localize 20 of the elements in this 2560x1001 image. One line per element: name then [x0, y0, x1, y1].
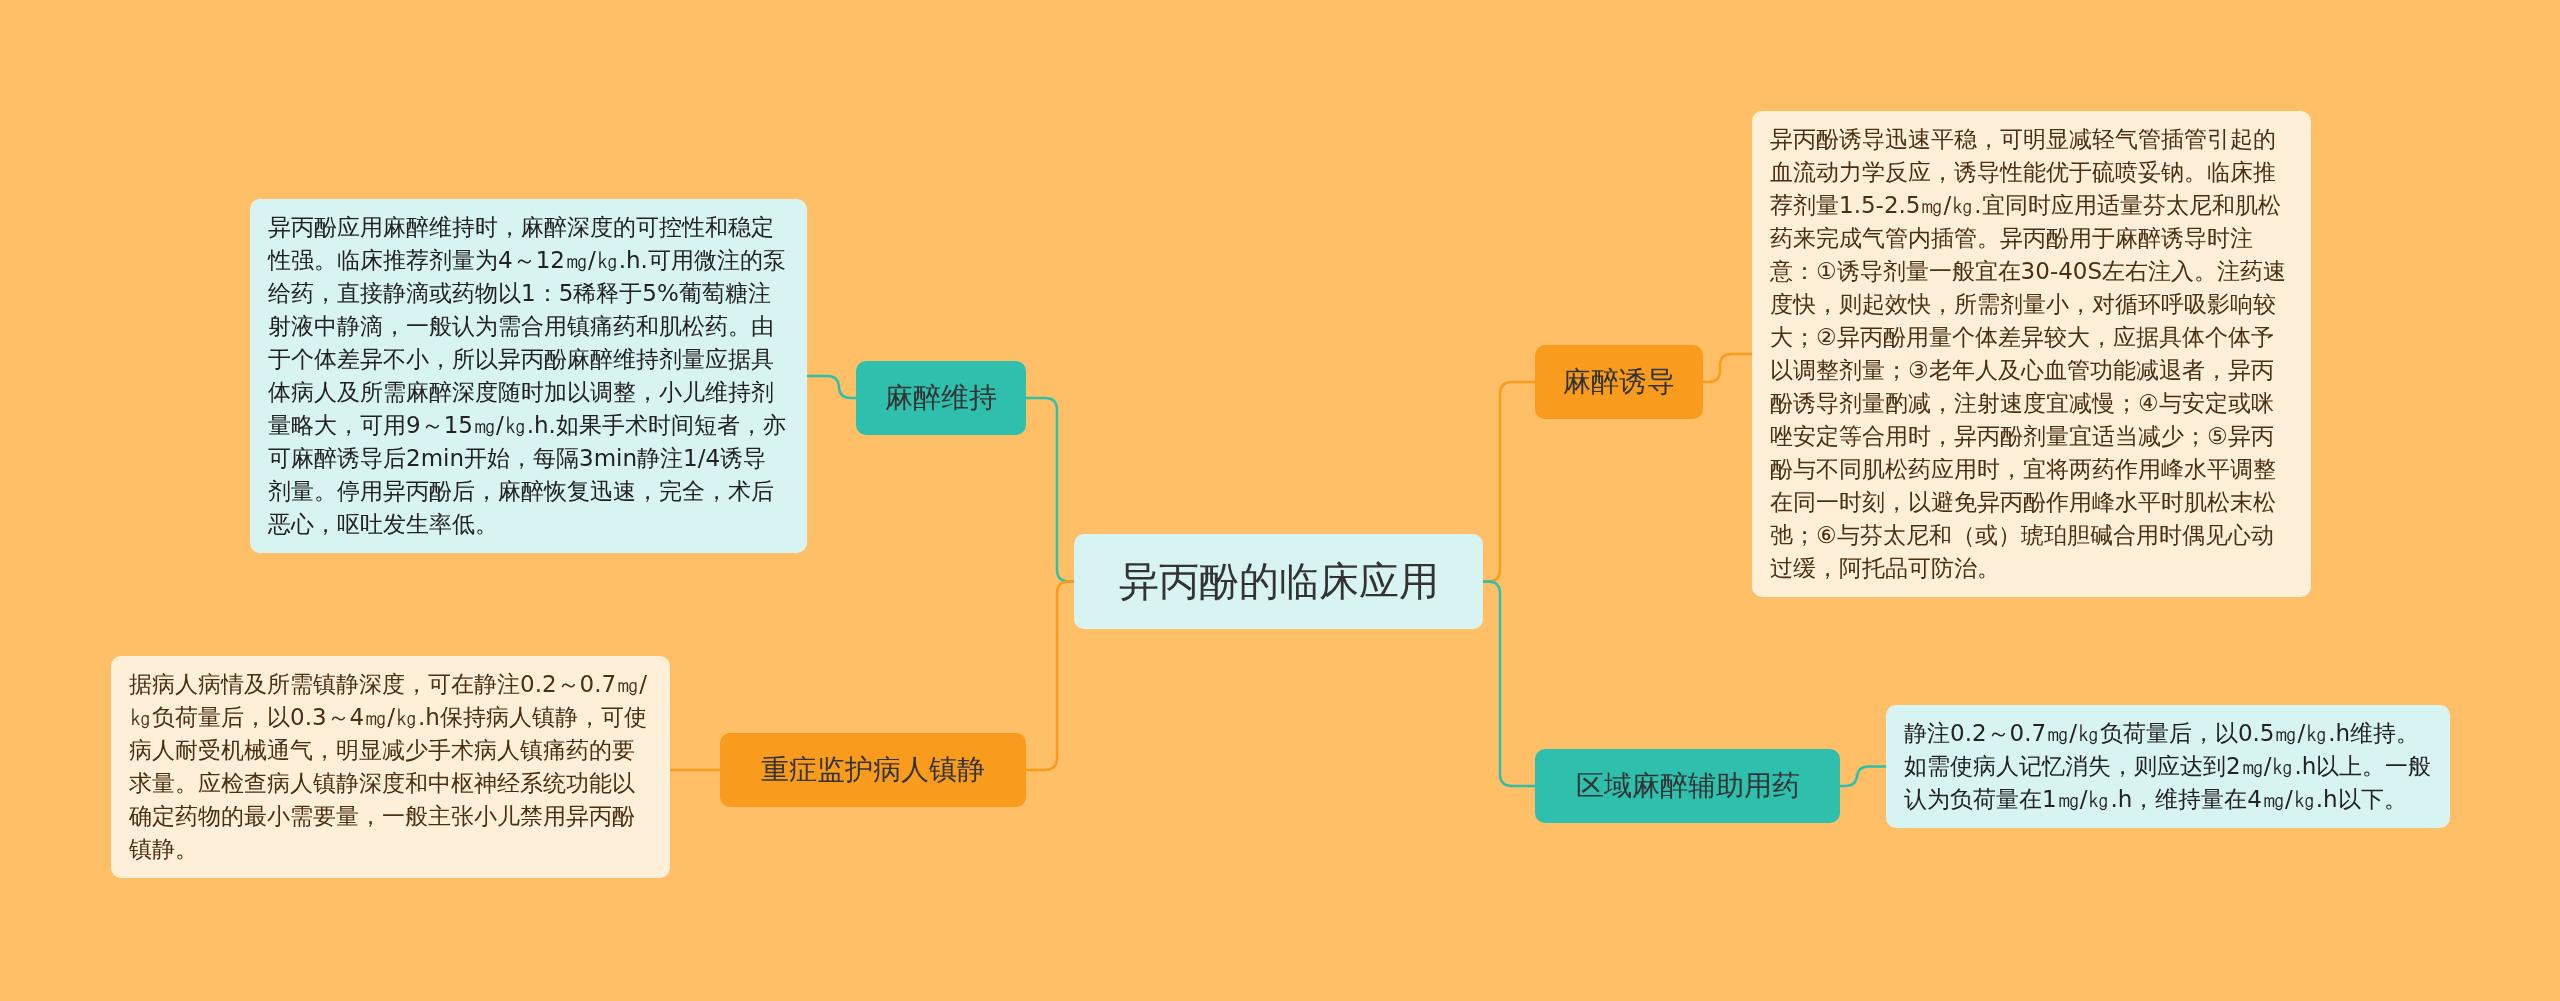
- branch-topic: [720, 733, 1026, 807]
- central-topic: [1074, 534, 1483, 629]
- note-text: 异丙酚应用麻醉维持时，麻醉深度的可控性和稳定性强。临床推荐剂量为4～12㎎/㎏.h.可用微注的泵给药，直接静滴或药物以1：5稀释于5%葡萄糖注射液中静滴，一般认为需合用镇痛药和肌松药。由于个体差异不小，所以异丙酚麻醉维持剂量应据具体病人及所需麻醉深度随时加以调整，小儿维持剂量略大，可用9～15㎎/㎏.h.如果手术时间短者，亦可麻醉诱导后2min开始，每隔3min静注1/4诱导剂量。停用异丙酚后，麻醉恢复迅速，完全，术后恶心，呕吐发生率低。: [268, 213, 787, 539]
- topic-label: 区域麻醉辅助用药: [1574, 768, 1801, 804]
- connector-line: [807, 374, 856, 400]
- connector-line: [1840, 765, 1886, 788]
- branch-topic: [856, 361, 1026, 435]
- branch-topic: [1535, 345, 1703, 419]
- note-card: [111, 656, 670, 878]
- connector-line: [670, 768, 720, 772]
- note-card: [1886, 705, 2450, 828]
- topic-label: 异丙酚的临床应用: [1117, 557, 1440, 606]
- topic-label: 麻醉诱导: [1562, 364, 1676, 400]
- connector-line: [1483, 580, 1535, 788]
- note-text: 异丙酚诱导迅速平稳，可明显减轻气管插管引起的血流动力学反应，诱导性能优于硫喷妥钠。临床推荐剂量1.5-2.5㎎/㎏.宜同时应用适量芬太尼和肌松药来完成气管内插管。异丙酚用于麻醉诱导时注意：①诱导剂量一般宜在30-40S左右注入。注药速度快，则起效快，所需剂量小，对循环呼吸影响较大；②异丙酚用量个体差异较大，应据具体个体予以调整剂量；③老年人及心血管功能减退者，异丙酚诱导剂量酌减，注射速度宜减慢；④与安定或咪唑安定等合用时，异丙酚剂量宜适当减少；⑤异丙酚与不同肌松药应用时，宜将两药作用峰水平调整在同一时刻，以避免异丙酚作用峰水平时肌松末松弛；⑥与芬太尼和（或）琥珀胆碱合用时偶见心动过缓，阿托品可防治。: [1770, 125, 2288, 583]
- note-text: 静注0.2～0.7㎎/㎏负荷量后，以0.5㎎/㎏.h维持。如需使病人记忆消失，则应达到2㎎/㎏.h以上。一般认为负荷量在1㎎/㎏.h，维持量在4㎎/㎏.h以下。: [1904, 719, 2432, 814]
- note-text: 据病人病情及所需镇静深度，可在静注0.2～0.7㎎/㎏负荷量后，以0.3～4㎎/㎏.h保持病人镇静，可使病人耐受机械通气，明显减少手术病人镇痛药的要求量。应检查病人镇静深度和中枢神经系统功能以确定药物的最小需要量，一般主张小儿禁用异丙酚镇静。: [129, 670, 648, 864]
- branch-topic: [1535, 749, 1840, 823]
- topic-label: 麻醉维持: [884, 380, 998, 416]
- topic-label: 重症监护病人镇静: [760, 752, 986, 788]
